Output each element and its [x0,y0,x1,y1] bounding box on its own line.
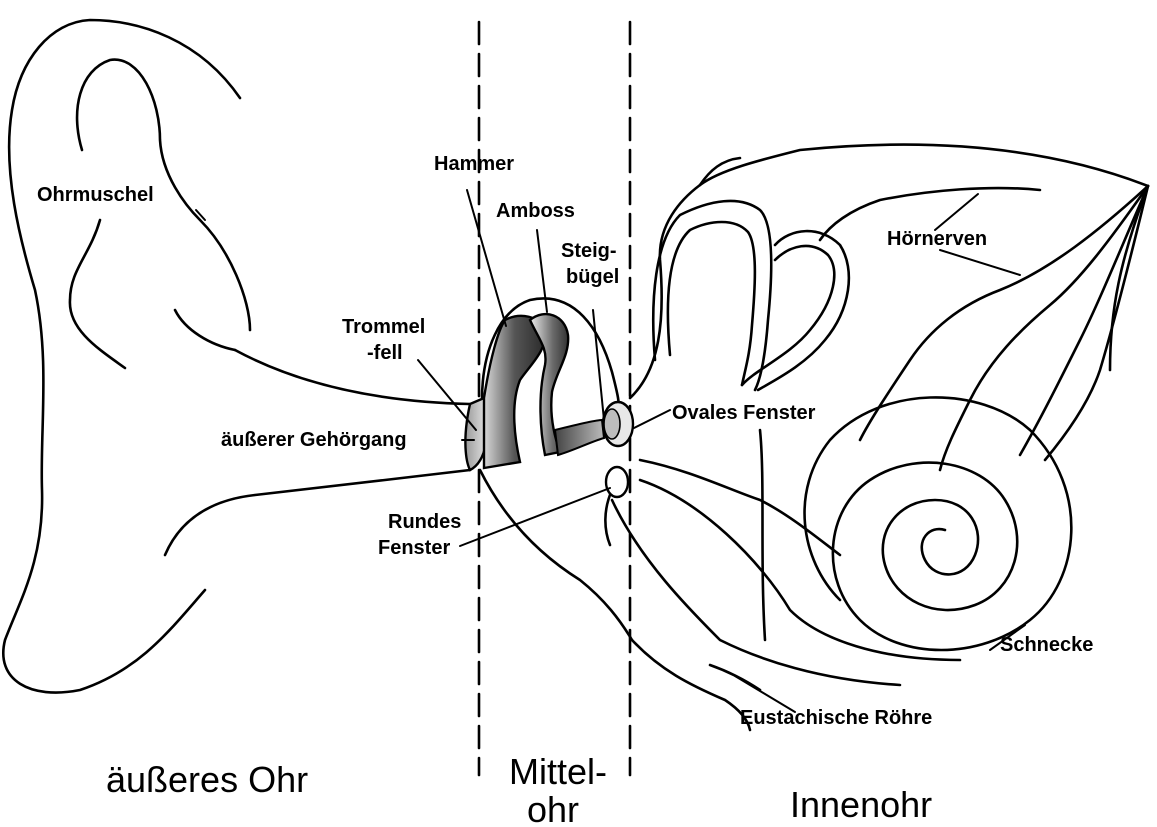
label-rundes-fenster-line2: Fenster [378,535,450,561]
label-rundes-fenster-line1: Rundes [388,509,461,535]
region-middle-ear-line2: ohr [527,788,579,827]
label-trommelfell-line1: Trommel [342,314,425,340]
label-eustachische-roehre: Eustachische Röhre [740,705,932,731]
label-ohrmuschel: Ohrmuschel [37,182,154,208]
stirrup-bone [555,420,604,455]
label-hammer: Hammer [434,151,514,177]
label-steigbuegel-line1: Steig- [561,238,617,264]
region-inner-ear: Innenohr [790,783,932,827]
label-trommelfell-line2: -fell [367,340,403,366]
region-outer-ear: äußeres Ohr [106,758,308,802]
label-gehoergang: äußerer Gehörgang [221,427,407,453]
label-steigbuegel-line2: bügel [566,264,619,290]
label-ovales-fenster: Ovales Fenster [672,400,815,426]
round-window-shape [606,467,628,497]
label-hoernerven: Hörnerven [887,226,987,252]
label-amboss: Amboss [496,198,575,224]
label-schnecke: Schnecke [1000,632,1093,658]
